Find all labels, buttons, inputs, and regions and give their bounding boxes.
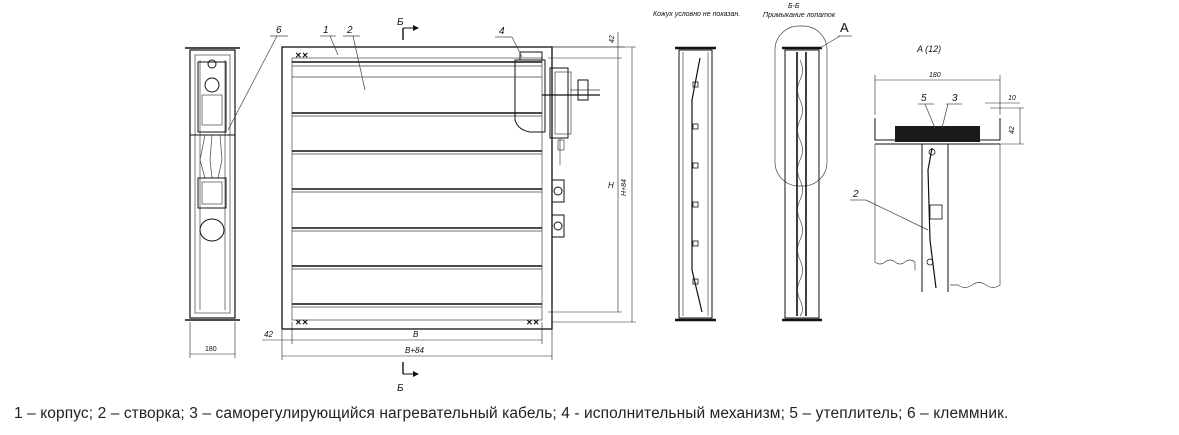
section-b-b: Б-Б Примыкание лопаток A (763, 3, 852, 322)
svg-text:✕✕: ✕✕ (295, 318, 308, 327)
callout-1: 1 (323, 25, 329, 36)
damper-blades (292, 61, 542, 308)
section-title: Б-Б (788, 3, 800, 10)
dim-front-b: B (413, 330, 419, 339)
callout-6: 6 (276, 25, 282, 36)
svg-text:✕✕: ✕✕ (526, 318, 539, 327)
actuator (514, 51, 600, 165)
corner-fixings: ✕✕ ✕✕ ✕✕ (295, 51, 539, 327)
section-mark-bottom: Б (397, 383, 404, 394)
callout-3: 3 (952, 93, 958, 104)
dim-detail-width: 180 (929, 72, 941, 79)
blade-axes (692, 81, 699, 285)
dim-detail-42: 42 (1009, 126, 1016, 134)
callout-2: 2 (346, 25, 353, 36)
insulation-block (895, 126, 980, 142)
dim-side-depth: 180 (205, 346, 217, 353)
callout-2-detail: 2 (852, 189, 859, 200)
front-view: ✕✕ ✕✕ ✕✕ 1 2 4 (262, 17, 636, 394)
svg-text:✕✕: ✕✕ (295, 51, 308, 60)
detail-a: A (12) 180 10 42 5 3 (850, 44, 1024, 292)
dim-front-42-top: 42 (609, 35, 616, 43)
callout-5: 5 (921, 93, 927, 104)
dim-detail-10: 10 (1008, 95, 1016, 102)
left-side-view: 180 6 (185, 25, 288, 358)
narrow-side-view: Кожух условно не показан. (653, 11, 740, 322)
view-a-mark: A (840, 20, 849, 35)
technical-drawing: 180 6 ✕✕ ✕✕ ✕ (185, 3, 1024, 394)
section-subtitle: Примыкание лопаток (763, 12, 836, 19)
dim-front-b84: B+84 (405, 346, 424, 355)
dim-front-h84: H+84 (621, 179, 628, 196)
callout-4: 4 (499, 26, 505, 37)
side-view-note: Кожух условно не показан. (653, 11, 740, 18)
dim-front-h: H (608, 181, 614, 190)
view-a-title: A (12) (916, 44, 941, 54)
section-mark-top: Б (397, 17, 404, 28)
legend-caption: 1 – корпус; 2 – створка; 3 – саморегулир… (14, 405, 1009, 422)
dim-front-42-left: 42 (264, 330, 273, 339)
